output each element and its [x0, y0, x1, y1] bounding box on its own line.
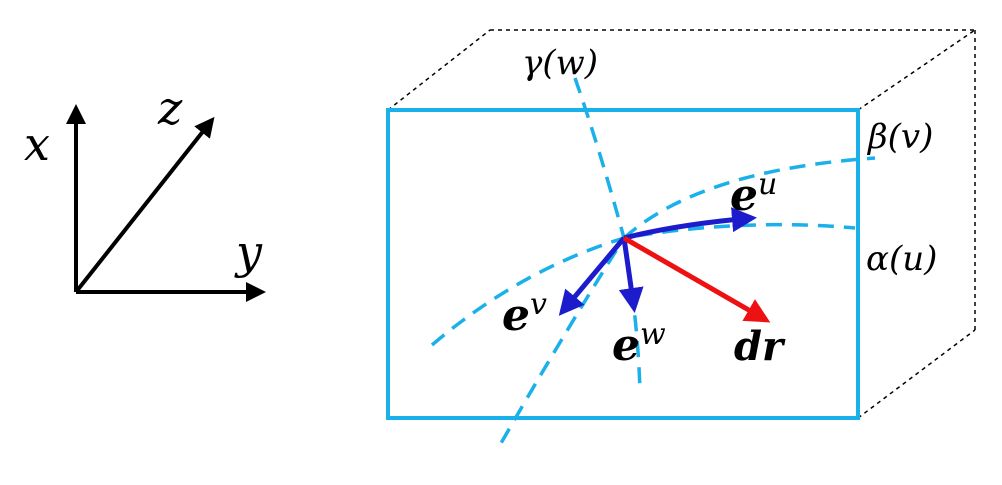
dr-vector [622, 235, 771, 323]
beta-curve [622, 156, 876, 240]
beta-label: β(v) [866, 117, 933, 157]
basis-vectors [558, 207, 771, 323]
z-axis-arrow [74, 116, 215, 294]
w-curve-lower [622, 237, 642, 393]
dr-label: dr [734, 323, 786, 370]
ew-vector [618, 237, 644, 313]
coordinate-curves [430, 77, 876, 446]
ew-label: ew [612, 317, 666, 371]
gamma-label: γ(w) [522, 43, 598, 83]
front-face-frame [386, 108, 860, 420]
eu-label: eu [730, 167, 777, 221]
box-hidden-edges [387, 29, 976, 419]
z-axis-label: z [157, 81, 183, 135]
x-axis-label: x [24, 117, 50, 171]
coordinate-axes: x y z [24, 81, 266, 302]
ev-vector [558, 236, 626, 316]
eu-vector [623, 207, 757, 241]
y-axis-label: y [234, 225, 263, 279]
gamma-curve [498, 77, 626, 446]
alpha-label: α(u) [866, 239, 937, 279]
ev-label: ev [502, 287, 547, 341]
